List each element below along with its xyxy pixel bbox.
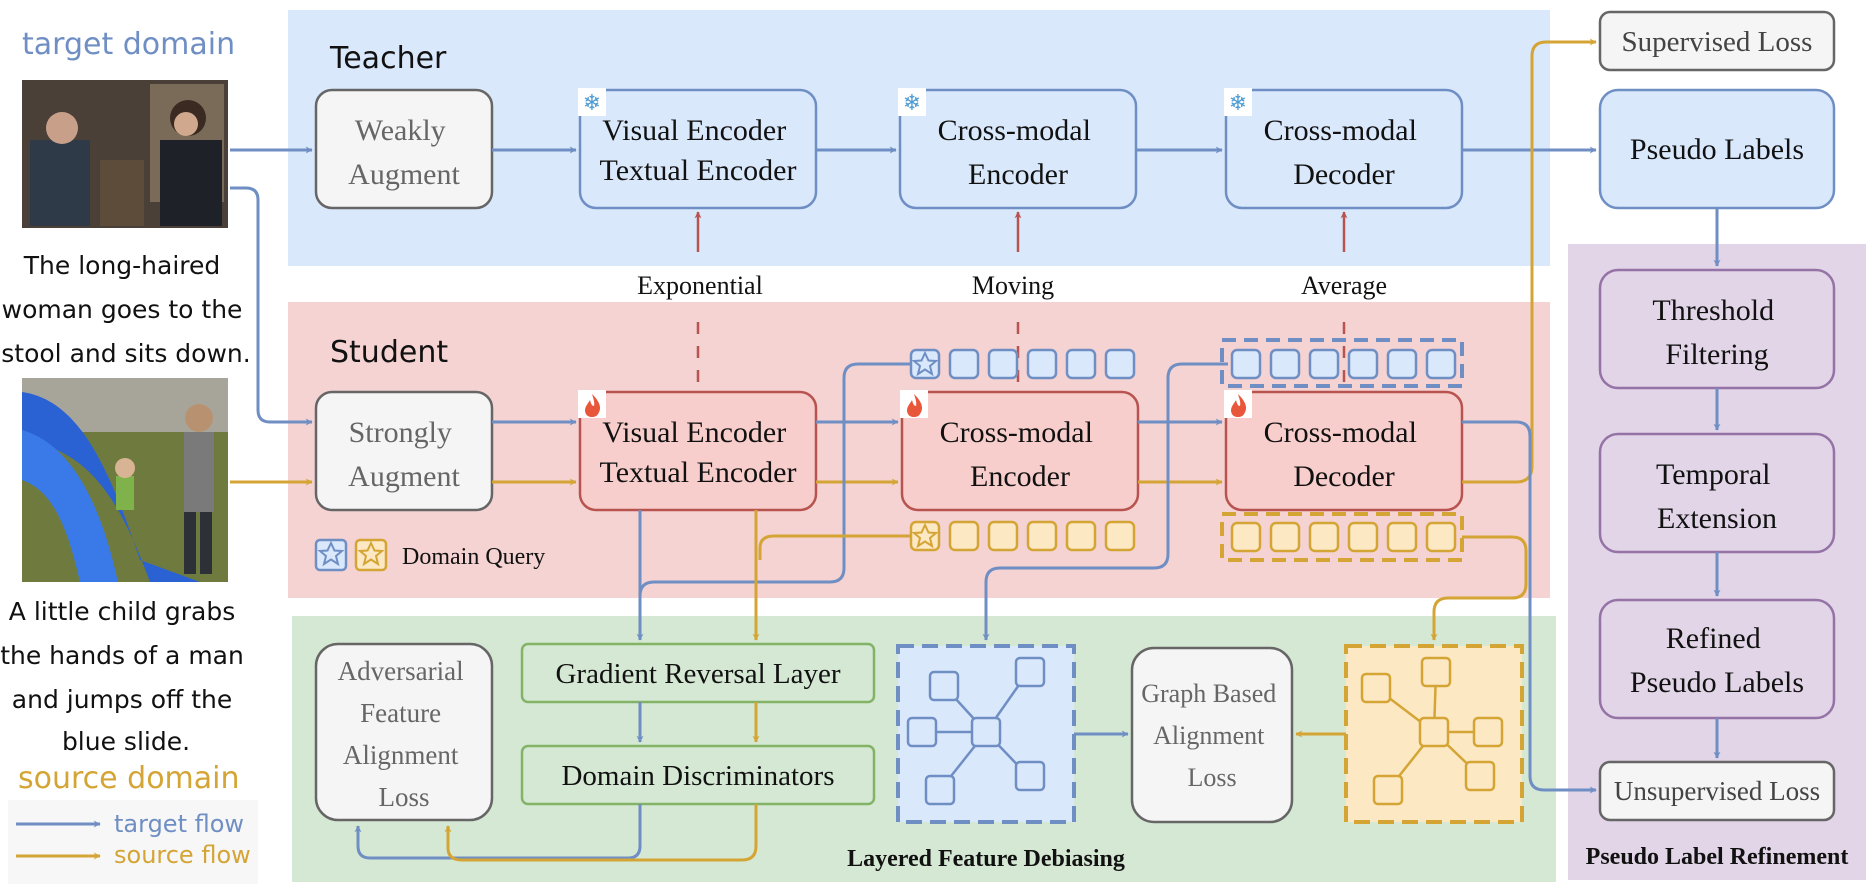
temporal-extension-box: Temporal Extension: [1598, 432, 1836, 554]
svg-text:source flow: source flow: [114, 841, 251, 869]
star-icon: [911, 522, 939, 549]
svg-text:Gradient Reversal Layer: Gradient Reversal Layer: [555, 658, 840, 690]
flame-icon: [578, 390, 606, 418]
teacher-cm-encoder: Cross-modal Encoder: [898, 88, 1138, 210]
source-image: [22, 378, 228, 582]
snowflake-icon: ❄: [1224, 88, 1252, 116]
svg-text:Visual Encoder Textual E: Visual Encoder Textual Encoder: [600, 114, 797, 187]
graph-alignment-loss-box: Graph Based Alignment Loss: [1130, 646, 1294, 824]
svg-text:Supervised Loss: Supervised Loss: [1622, 26, 1813, 58]
svg-text:Graph Based Alignment: Graph Based Alignment Loss: [1141, 679, 1283, 792]
student-strong-augment: Strongly Augment: [314, 390, 494, 512]
target-caption: The long-haired woman goes to the stool …: [1, 251, 250, 368]
svg-text:Pseudo Labels: Pseudo Labels: [1630, 133, 1804, 166]
svg-text:❄: ❄: [583, 91, 601, 116]
svg-text:❄: ❄: [903, 91, 921, 116]
teacher-cm-decoder: Cross-modal Decoder: [1224, 88, 1464, 210]
ema-label-exponential: Exponential: [637, 271, 763, 300]
svg-text:Weakly Augment: Weakly Augment: [348, 114, 460, 191]
target-to-unsupervised-arrow: [1462, 420, 1597, 794]
svg-text:Cross-modal Encoder: Cross-modal Encoder: [940, 416, 1101, 493]
target-decoder-tokens: [1230, 348, 1457, 380]
student-cm-decoder: Cross-modal Decoder: [1224, 390, 1464, 512]
unsupervised-loss-box: Unsupervised Loss: [1598, 760, 1836, 822]
student-encoders: Visual Encoder Textual Encoder: [578, 390, 818, 512]
snowflake-icon: ❄: [898, 88, 926, 116]
refined-pseudo-labels-box: Refined Pseudo Labels: [1598, 598, 1836, 720]
domain-query-legend: Domain Query: [314, 538, 545, 572]
student-cm-encoder: Cross-modal Encoder: [900, 390, 1140, 512]
svg-text:Cross-modal Encoder: Cross-modal Encoder: [938, 114, 1099, 191]
target-graph: [896, 644, 1076, 824]
pseudo-labels-box: Pseudo Labels: [1598, 88, 1836, 210]
flame-icon: [1224, 390, 1252, 418]
svg-text:Domain Discriminators: Domain Discriminators: [561, 760, 834, 792]
threshold-filtering-box: Threshold Filtering: [1598, 268, 1836, 390]
target-decoder-tokens-group: [1220, 338, 1464, 388]
source-to-supervised-arrow: [1462, 38, 1597, 484]
svg-text:Adversarial Feature: Adversarial Feature Alignment Loss: [338, 656, 471, 812]
teacher-weak-augment: Weakly Augment: [314, 88, 494, 210]
svg-text:Strongly Augment: Strongly Augment: [348, 416, 460, 493]
svg-text:Unsupervised Loss: Unsupervised Loss: [1614, 776, 1820, 806]
student-title: Student: [330, 335, 448, 370]
svg-text:Threshold Filtering: Threshold Filtering: [1652, 294, 1781, 371]
target-domain-label: target domain: [22, 27, 235, 62]
source-caption: A little child grabs the hands of a man …: [0, 597, 252, 756]
ema-label-average: Average: [1301, 271, 1387, 300]
gradient-reversal-layer: Gradient Reversal Layer: [520, 642, 876, 704]
debias-target-flow: [354, 362, 1228, 860]
flame-icon: [900, 390, 928, 418]
target-image: [22, 80, 228, 228]
star-icon: [911, 350, 939, 377]
debias-source-flow: [444, 510, 1528, 862]
supervised-loss-box: Supervised Loss: [1598, 10, 1836, 72]
source-graph: [1344, 644, 1524, 824]
student-target-flow: [230, 186, 1223, 426]
domain-discriminators: Domain Discriminators: [520, 744, 876, 806]
svg-text:Refined Pseudo Labels: Refined Pseudo Labels: [1630, 622, 1804, 699]
source-decoder-tokens-group: [1220, 512, 1464, 562]
teacher-encoders: Visual Encoder Textual Encoder: [578, 88, 818, 210]
source-domain-label: source domain: [18, 761, 240, 796]
source-decoder-tokens: [1230, 521, 1457, 553]
svg-text:Temporal Extension: Temporal Extension: [1656, 458, 1778, 535]
snowflake-icon: ❄: [578, 88, 606, 116]
adversarial-loss-box: Adversarial Feature Alignment Loss: [314, 642, 494, 822]
svg-text:Cross-modal Decoder: Cross-modal Decoder: [1264, 416, 1425, 493]
svg-text:target flow: target flow: [114, 810, 244, 838]
svg-text:❄: ❄: [1229, 91, 1247, 116]
debias-title: Layered Feature Debiasing: [847, 846, 1125, 872]
flow-legend: target flow source flow: [8, 800, 258, 884]
refine-title: Pseudo Label Refinement: [1586, 844, 1849, 870]
ema-label-moving: Moving: [972, 271, 1054, 300]
svg-text:Visual Encoder Textual E: Visual Encoder Textual Encoder: [600, 416, 797, 489]
svg-text:Domain Query: Domain Query: [402, 544, 545, 570]
svg-text:Cross-modal Decoder: Cross-modal Decoder: [1264, 114, 1425, 191]
teacher-title: Teacher: [329, 41, 447, 76]
